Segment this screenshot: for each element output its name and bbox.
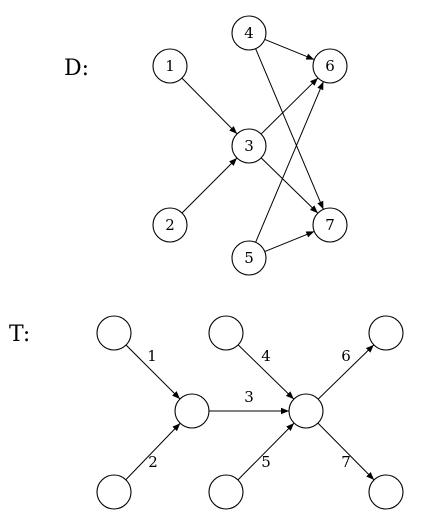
graph-d-node: 1: [152, 48, 188, 84]
graph-t-node-circle: [174, 393, 210, 429]
graph-t-edge-label: 4: [261, 347, 271, 365]
graph-d-edges: [181, 38, 324, 253]
graph-t-node-circle: [368, 474, 404, 510]
graph-d-node-label: 6: [325, 57, 335, 75]
graph-d-node: 3: [231, 128, 267, 164]
graph-t-edge: [125, 422, 181, 481]
graph-d-node-label: 5: [244, 249, 254, 267]
graph-d-edge: [264, 38, 315, 61]
graph-t-edge-label: 6: [341, 347, 351, 365]
graph-t-edge-label: 5: [261, 453, 271, 471]
graph-d-edge: [181, 77, 238, 135]
graph-t-node-circle: [96, 474, 132, 510]
graph-t-node: [208, 315, 244, 351]
graph-d-node-circle: [231, 15, 267, 51]
graph-d-edge: [260, 77, 319, 135]
graph-t-node: [96, 474, 132, 510]
graph-t-node-circle: [208, 315, 244, 351]
graph-t-node: [368, 315, 404, 351]
graph-t-edge-label: 7: [341, 453, 351, 471]
graph-d-node-circle: [231, 128, 267, 164]
graph-t-edge: [317, 422, 375, 481]
graph-d-node-circle: [312, 48, 348, 84]
graph-d-node-circle: [152, 207, 188, 243]
graph-d-node-circle: [312, 207, 348, 243]
graph-t-edge: [237, 422, 295, 481]
graph-t-node: [208, 474, 244, 510]
graph-t-node: [96, 315, 132, 351]
graph-d-node-label: 4: [244, 24, 254, 42]
graph-t-edge: [237, 344, 295, 400]
graph-t-node: [174, 393, 210, 429]
graph-d-node-label: 7: [325, 216, 335, 234]
graph-t-node: [288, 393, 324, 429]
graph-d-edge: [264, 230, 315, 253]
graph-d-node-label: 3: [244, 137, 254, 155]
graph-d-node-circle: [152, 48, 188, 84]
graph-t-node: [368, 474, 404, 510]
graph-d-node-circle: [231, 240, 267, 276]
graph-d-node: 5: [231, 240, 267, 276]
graph-t-node-circle: [368, 315, 404, 351]
graph-d-node: 4: [231, 15, 267, 51]
graph-t-nodes: [96, 315, 404, 510]
graph-t-node-circle: [96, 315, 132, 351]
graph-t-edge-label: 2: [148, 453, 158, 471]
graph-t-edge-label: 3: [244, 388, 254, 406]
graph-d-node-label: 1: [165, 57, 175, 75]
graph-d-edge: [255, 81, 324, 243]
graph-d-nodes: 1 2 3 4 5 6 7: [152, 15, 348, 276]
graph-t-edge: [125, 344, 181, 400]
graph-t-name: T:: [9, 322, 30, 347]
graph-t-node-circle: [208, 474, 244, 510]
graph-d-node-label: 2: [165, 216, 175, 234]
graph-d-name: D:: [64, 56, 89, 81]
graph-t-edge: [317, 344, 375, 400]
graph-t-edge-label: 1: [147, 347, 157, 365]
graph-d-node: 6: [312, 48, 348, 84]
graph-d-node: 7: [312, 207, 348, 243]
graph-d-edge: [181, 157, 238, 214]
graph-d-edge: [260, 157, 319, 214]
graph-d-edge: [255, 48, 324, 210]
graph-d-node: 2: [152, 207, 188, 243]
graph-t-edges: 1 2 3 4 5 6 7: [125, 344, 375, 481]
graph-t-node-circle: [288, 393, 324, 429]
